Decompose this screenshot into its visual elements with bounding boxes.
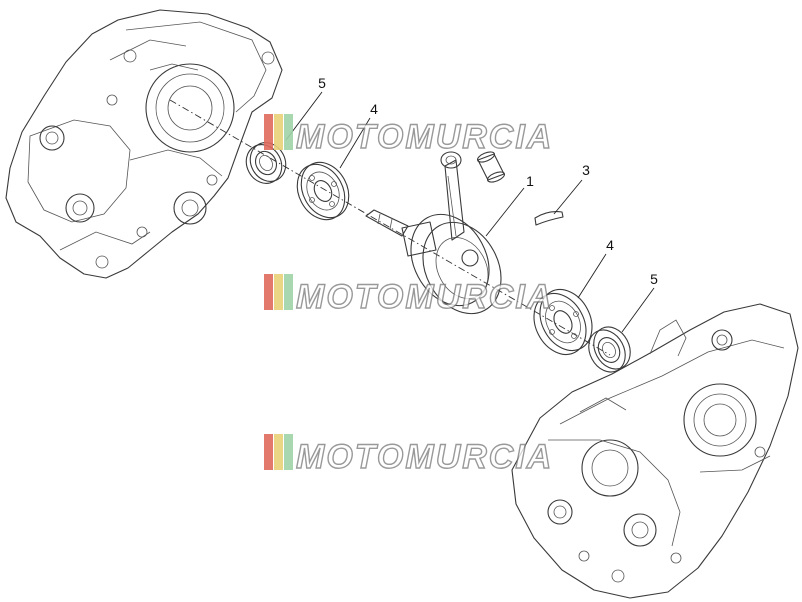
- part-4-bearing-right: [533, 289, 593, 355]
- watermark-top: MOTOMURCIA: [264, 114, 553, 157]
- callout-3: 3: [582, 162, 590, 178]
- watermark-stripe-yellow: [274, 114, 283, 150]
- watermark-stripe-green: [284, 434, 293, 470]
- callout-4-left: 4: [370, 101, 378, 117]
- watermark-stripe-yellow: [274, 434, 283, 470]
- part-4-bearing-left: [296, 161, 350, 221]
- leader-3: [553, 179, 583, 215]
- watermark-stripe-yellow: [274, 274, 283, 310]
- callout-4-right: 4: [606, 237, 614, 253]
- watermark-bottom: MOTOMURCIA: [264, 434, 553, 477]
- part-3-woodruff-key: [534, 211, 564, 226]
- crank-axis-centerline: [169, 99, 611, 356]
- watermark-text: MOTOMURCIA: [296, 438, 553, 476]
- watermark-stripe-red: [264, 434, 273, 470]
- small-needle-bearing: [476, 151, 506, 183]
- callout-numbers: 5 4 1 3 4 5: [318, 75, 658, 287]
- right-crankcase-half: [511, 303, 799, 599]
- callout-1: 1: [526, 173, 534, 189]
- leader-4-right: [577, 253, 607, 299]
- callout-5-left: 5: [318, 75, 326, 91]
- left-crankcase-half: [5, 9, 283, 279]
- watermark-middle: MOTOMURCIA: [264, 274, 553, 317]
- watermark-text: MOTOMURCIA: [296, 118, 553, 156]
- watermark-stripe-red: [264, 114, 273, 150]
- part-1-crankshaft: [365, 151, 502, 315]
- watermark-stripe-red: [264, 274, 273, 310]
- leader-5-right: [621, 287, 655, 333]
- part-5-oil-seal-left: [245, 142, 287, 184]
- leader-1: [485, 187, 525, 237]
- watermark-stripe-green: [284, 114, 293, 150]
- watermark-text: MOTOMURCIA: [296, 278, 553, 316]
- callout-5-right: 5: [650, 271, 658, 287]
- watermark-stripe-green: [284, 274, 293, 310]
- leader-4-left: [339, 117, 371, 169]
- part-5-oil-seal-right: [588, 326, 631, 373]
